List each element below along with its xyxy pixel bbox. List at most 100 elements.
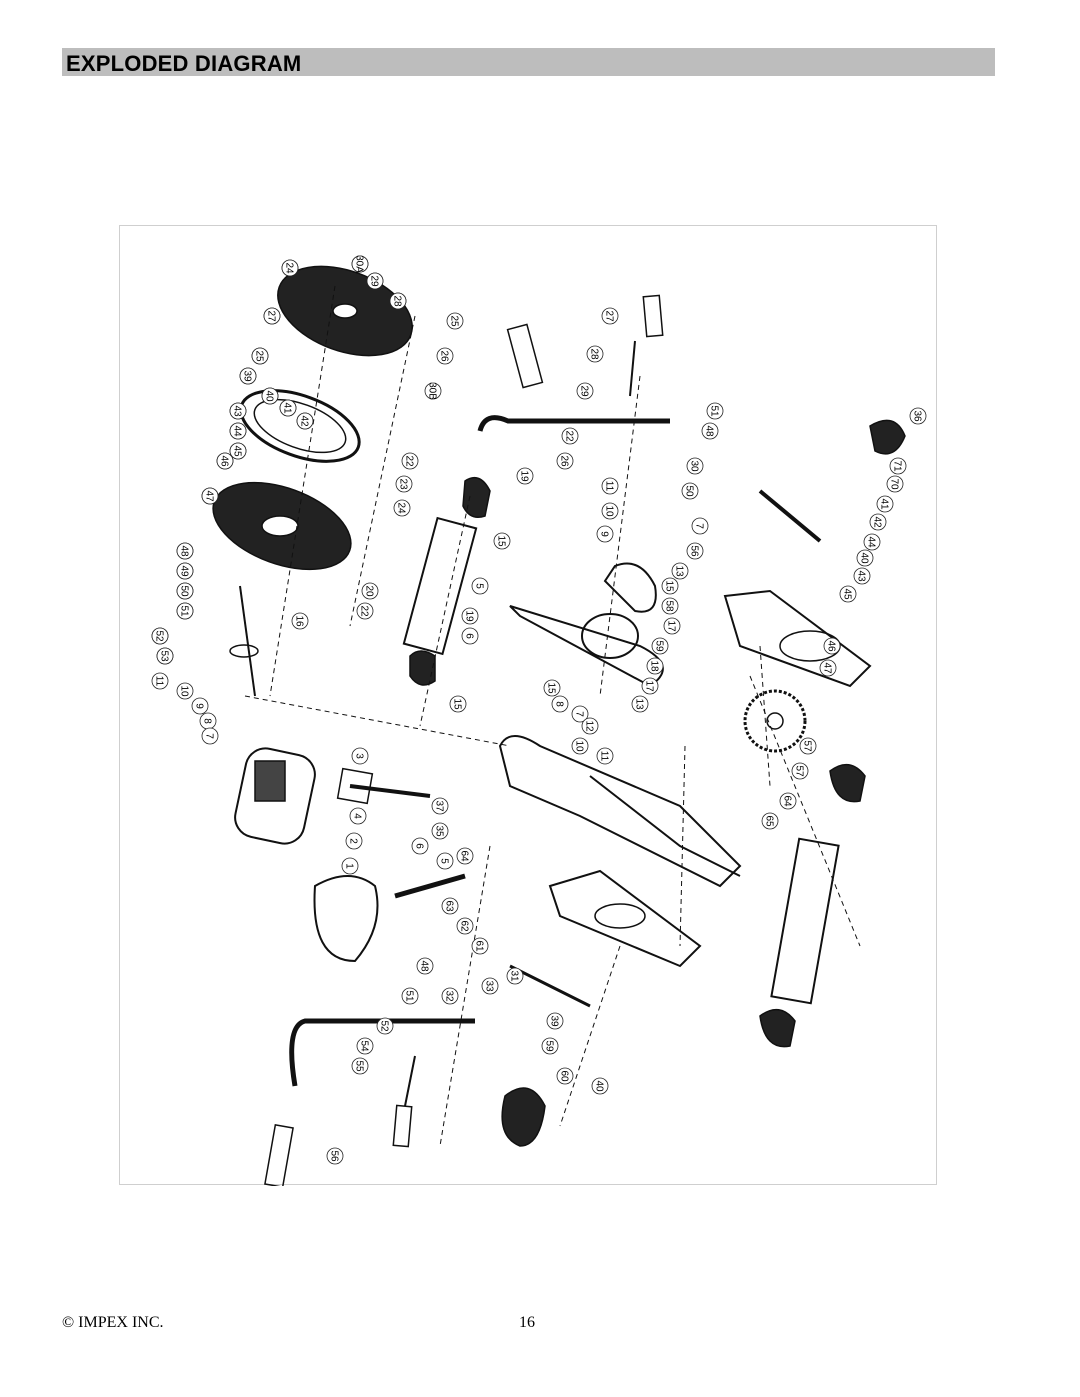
callout-label: 10	[574, 740, 585, 752]
callout-circle	[449, 695, 467, 713]
callout-label: 19	[519, 470, 530, 482]
callout-circle	[561, 427, 579, 445]
callout-circle	[279, 399, 297, 417]
rear-stabilizer	[770, 837, 840, 1005]
part-callout: 40	[261, 387, 279, 405]
callout-circle	[516, 467, 534, 485]
part-callout: 1	[341, 857, 359, 875]
part-callout: 18	[646, 657, 664, 675]
part-callout: 33	[481, 977, 499, 995]
callout-label: 7	[694, 523, 705, 529]
callout-circle	[853, 567, 871, 585]
callout-label: 9	[194, 703, 205, 709]
callout-label: 65	[764, 815, 775, 827]
callout-label: 5	[474, 583, 485, 589]
callout-circle	[876, 495, 894, 513]
callout-label: 24	[284, 262, 295, 274]
callout-circle	[556, 452, 574, 470]
callout-label: 44	[232, 425, 243, 437]
callout-label: 61	[474, 940, 485, 952]
callout-label: 71	[892, 460, 903, 472]
part-callout: 19	[516, 467, 534, 485]
part-callout: 47	[819, 659, 837, 677]
callout-label: 10	[604, 505, 615, 517]
callout-circle	[201, 487, 219, 505]
callout-label: 44	[866, 536, 877, 548]
callout-circle	[296, 412, 314, 430]
callout-label: 47	[822, 662, 833, 674]
callout-label: 42	[872, 516, 883, 528]
callout-label: 48	[704, 425, 715, 437]
part-callout: 26	[436, 347, 454, 365]
callout-label: 29	[369, 275, 380, 287]
callout-label: 30A	[354, 255, 365, 273]
callout-circle	[646, 657, 664, 675]
callout-label: 51	[404, 990, 415, 1002]
callout-circle	[493, 532, 511, 550]
callout-circle	[176, 582, 194, 600]
callout-circle	[351, 747, 369, 765]
callout-label: 50	[179, 585, 190, 597]
callout-circle	[416, 957, 434, 975]
callout-circle	[239, 367, 257, 385]
callout-label: 20	[364, 585, 375, 597]
callout-label: 17	[666, 620, 677, 632]
callout-circle	[651, 637, 669, 655]
callout-circle	[481, 977, 499, 995]
callout-circle	[706, 402, 724, 420]
part-callout: 40	[591, 1077, 609, 1095]
part-callout: 11	[596, 747, 614, 765]
callout-circle	[401, 987, 419, 1005]
main-frame	[498, 735, 742, 888]
callout-label: 22	[359, 605, 370, 617]
part-callout: 54	[356, 1037, 374, 1055]
part-callout: 44	[863, 533, 881, 551]
part-callout: 49	[176, 562, 194, 580]
callout-circle	[686, 542, 704, 560]
part-callout: 32	[441, 987, 459, 1005]
callout-label: 26	[439, 350, 450, 362]
callout-circle	[461, 607, 479, 625]
callout-label: 64	[459, 850, 470, 862]
part-callout: 3	[351, 747, 369, 765]
callout-label: 46	[219, 455, 230, 467]
callout-circle	[543, 679, 561, 697]
callout-label: 43	[232, 405, 243, 417]
section-title-bar: EXPLODED DIAGRAM	[62, 48, 995, 76]
callout-circle	[671, 562, 689, 580]
callout-label: 59	[654, 640, 665, 652]
part-callout: 9	[596, 525, 614, 543]
part-callout: 25	[446, 312, 464, 330]
part-callout: 28	[389, 292, 407, 310]
callout-circle	[151, 627, 169, 645]
callout-circle	[216, 452, 234, 470]
callout-label: 11	[154, 676, 165, 687]
callout-label: 9	[599, 531, 610, 537]
callout-circle	[191, 697, 209, 715]
callout-circle	[909, 407, 927, 425]
callout-circle	[351, 255, 369, 273]
callout-circle	[596, 747, 614, 765]
part-callout: 11	[151, 672, 169, 690]
part-callout: 7	[201, 727, 219, 745]
callout-circle	[201, 727, 219, 745]
callout-label: 5	[439, 858, 450, 864]
callout-label: 39	[549, 1015, 560, 1027]
part-callout: 52	[376, 1017, 394, 1035]
callout-label: 22	[564, 430, 575, 442]
callout-label: 47	[204, 490, 215, 502]
part-callout: 56	[686, 542, 704, 560]
callout-circle	[263, 307, 281, 325]
callout-circle	[441, 897, 459, 915]
part-callout: 8	[199, 712, 217, 730]
callout-label: 18	[649, 660, 660, 672]
callout-label: 10	[179, 685, 190, 697]
part-callout: 31	[506, 967, 524, 985]
callout-circle	[869, 513, 887, 531]
callout-label: 11	[599, 751, 610, 762]
callout-label: 45	[842, 588, 853, 600]
callout-label: 2	[348, 838, 359, 844]
callout-label: 28	[589, 348, 600, 360]
callout-circle	[176, 562, 194, 580]
callout-circle	[823, 637, 841, 655]
